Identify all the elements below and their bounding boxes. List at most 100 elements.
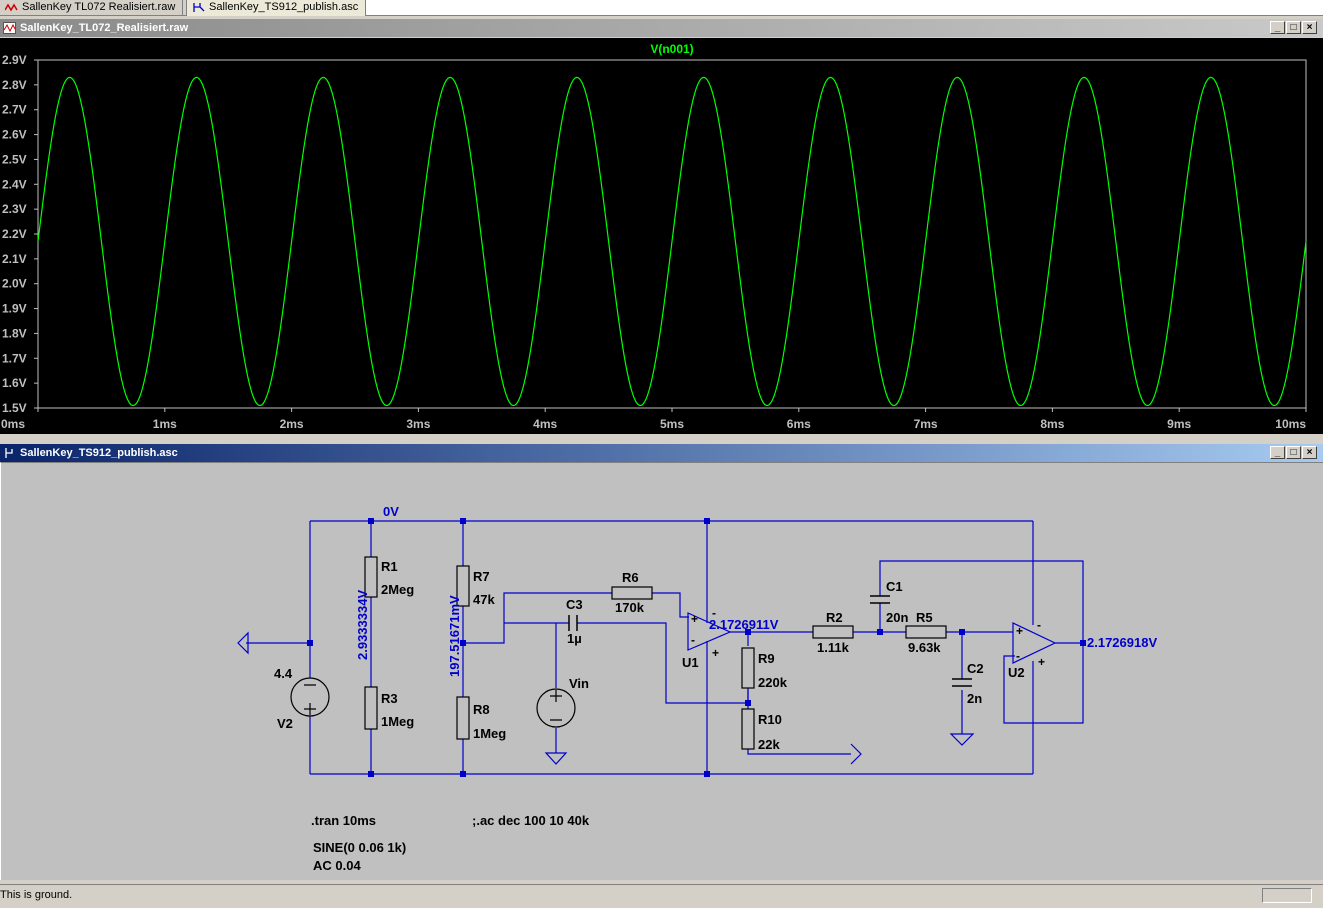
r5-value: 9.63k [908,640,941,655]
resistor-r10[interactable] [741,708,755,750]
r3-value: 1Meg [381,714,414,729]
waveform-window-titlebar[interactable]: SallenKey_TL072_Realisiert.raw _ □ × [0,19,1323,37]
minimize-button[interactable]: _ [1270,21,1285,34]
r9-value: 220k [758,675,788,690]
x-tick-label: 5ms [660,417,684,431]
maximize-button[interactable]: □ [1286,446,1301,459]
status-field [1262,888,1312,903]
maximize-button[interactable]: □ [1286,21,1301,34]
node-voltage-u2-out[interactable]: 2.1726918V [1087,635,1157,650]
schematic-icon [193,3,205,12]
net-label-0v[interactable]: 0V [383,504,399,519]
r7-name: R7 [473,569,490,584]
y-tick-label: 2.0V [2,277,27,291]
y-tick-label: 2.5V [2,152,27,166]
x-tick-label: 1ms [153,417,177,431]
y-tick-label: 2.8V [2,78,27,92]
x-tick-label: 0ms [1,417,25,431]
x-tick-label: 6ms [787,417,811,431]
tab-label: SallenKey_TS912_publish.asc [209,1,359,13]
schematic-window-titlebar[interactable]: SallenKey_TS912_publish.asc _ □ × [0,444,1323,462]
r7-value: 47k [473,592,495,607]
vin-ac-spec[interactable]: AC 0.04 [313,858,361,873]
directive-ac[interactable]: ;.ac dec 100 10 40k [472,813,590,828]
waveform-window-controls: _ □ × [1270,21,1317,35]
tab-label: SallenKey TL072 Realisiert.raw [22,1,176,13]
voltage-source-v2[interactable] [290,677,330,717]
voltage-source-vin[interactable] [536,688,576,728]
capacitor-c1[interactable] [870,595,890,604]
r3-name: R3 [381,691,398,706]
x-tick-label: 3ms [406,417,430,431]
y-tick-label: 1.9V [2,302,27,316]
r1-value: 2Meg [381,582,414,597]
r2-name: R2 [826,610,843,625]
r10-value: 22k [758,737,780,752]
resistor-r6[interactable] [611,586,653,600]
svg-text:-: - [712,606,716,620]
y-tick-label: 2.9V [2,53,27,67]
resistor-r5[interactable] [905,625,947,639]
resistor-r9[interactable] [741,647,755,689]
close-button[interactable]: × [1302,21,1317,34]
resistor-r8[interactable] [456,696,470,740]
capacitor-c2[interactable] [952,678,972,687]
resistor-r2[interactable] [812,625,854,639]
series-v-n001-trace [37,76,1307,407]
v2-value: 4.4 [274,666,293,681]
y-tick-label: 1.6V [2,376,27,390]
schematic-window-icon [5,448,13,458]
c2-value: 2n [967,691,982,706]
x-tick-label: 9ms [1167,417,1191,431]
waveform-icon [5,3,18,12]
node-voltage-r7-r8[interactable]: 197.51671mV [447,595,462,677]
r8-name: R8 [473,702,490,717]
vin-sine-spec[interactable]: SINE(0 0.06 1k) [313,840,406,855]
y-tick-label: 2.2V [2,227,27,241]
directive-tran[interactable]: .tran 10ms [311,813,376,828]
svg-text:+: + [691,612,698,626]
capacitor-c3[interactable] [568,615,578,631]
node-voltage-u1-out[interactable]: 2.1726911V [709,617,779,632]
tab-bar-empty [366,0,1323,16]
r1-name: R1 [381,559,398,574]
schematic-drawing[interactable]: +- -+ +- -+ 0V R1 2Meg R3 1Meg R7 47k R8… [1,463,1323,881]
y-tick-label: 2.3V [2,202,27,216]
resistor-r1[interactable] [364,556,378,598]
svg-text:-: - [1016,649,1020,663]
c1-name: C1 [886,579,903,594]
tab-schematic-asc[interactable]: SallenKey_TS912_publish.asc [186,0,366,16]
y-tick-label: 2.7V [2,103,27,117]
status-bar: This is ground. [0,884,1323,908]
node-voltage-r1-r3[interactable]: 2.9333334V [355,590,370,660]
r8-value: 1Meg [473,726,506,741]
r9-name: R9 [758,651,775,666]
schematic-window-title: SallenKey_TS912_publish.asc [20,447,178,459]
minimize-button[interactable]: _ [1270,446,1285,459]
waveform-window-title: SallenKey_TL072_Realisiert.raw [20,22,189,34]
v2-name: V2 [277,716,293,731]
wires [237,520,1084,775]
svg-text:+: + [712,646,719,660]
y-tick-label: 1.7V [2,351,27,365]
waveform-plot[interactable]: V(n001) 1.5V1.6V1.7V1.8V1.9V2.0V2.1V2.2V… [0,38,1323,434]
x-tick-label: 7ms [914,417,938,431]
junction-dots [307,518,1086,777]
resistor-symbols [364,556,947,750]
close-button[interactable]: × [1302,446,1317,459]
x-tick-label: 10ms [1275,417,1306,431]
resistor-r3[interactable] [364,686,378,730]
c2-name: C2 [967,661,984,676]
schematic-canvas[interactable]: +- -+ +- -+ 0V R1 2Meg R3 1Meg R7 47k R8… [0,462,1323,880]
y-tick-label: 2.4V [2,177,27,191]
r6-value: 170k [615,600,645,615]
trace-label[interactable]: V(n001) [650,42,693,56]
r5-name: R5 [916,610,933,625]
pane-splitter[interactable] [0,434,1323,444]
u1-name: U1 [682,655,699,670]
c3-name: C3 [566,597,583,612]
tab-waveform-raw[interactable]: SallenKey TL072 Realisiert.raw [0,0,183,15]
resistor-r7[interactable] [456,565,470,607]
svg-text:+: + [1038,655,1045,669]
